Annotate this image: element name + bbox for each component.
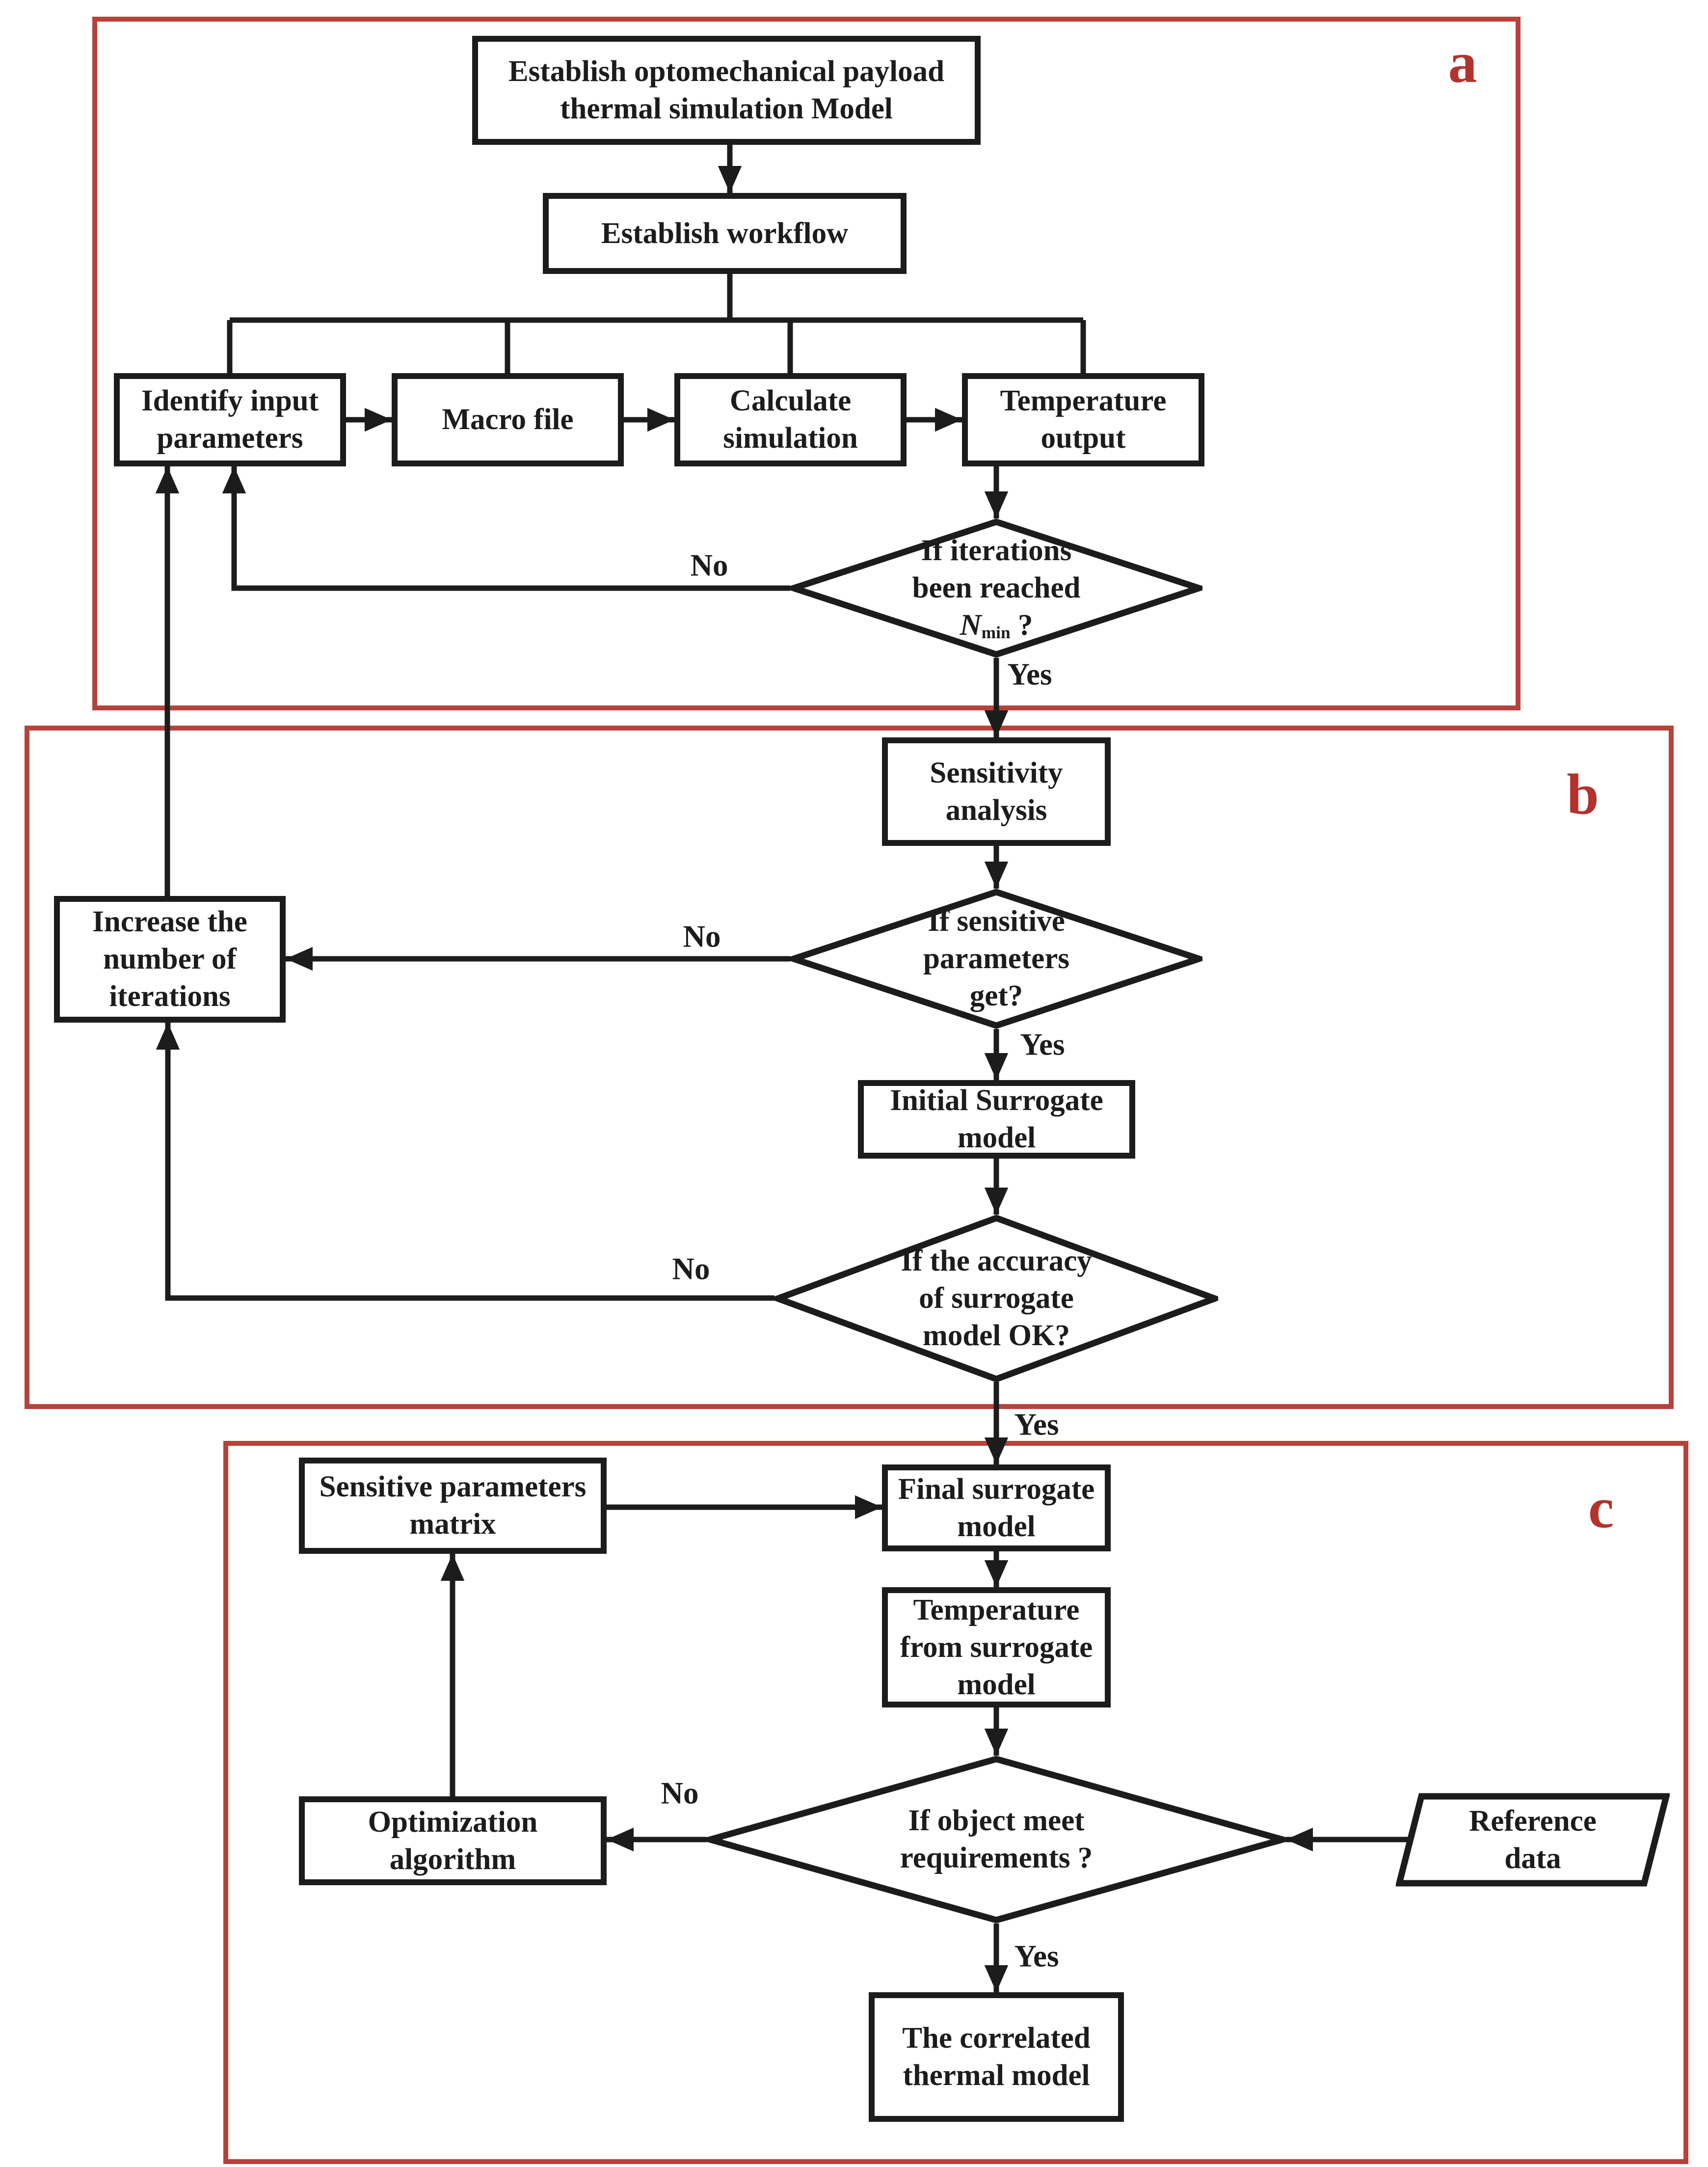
node-reference-data: Reference data [1396,1793,1670,1887]
node-increase-iterations: Increase the number of iterations [54,896,286,1023]
node-temp-from-surrogate: Temperature from surrogate model [882,1587,1111,1707]
edge-iterations-no-loop [222,466,790,591]
label-no-sensitive: No [683,919,721,954]
node-macro-file-label: Macro file [442,403,574,436]
node-macro-file: Macro file [392,373,624,466]
section-b-label: b [1567,762,1599,826]
section-b-frame [25,726,1674,1409]
node-initial-surrogate-label: Initial Surrogate model [890,1084,1103,1154]
node-identify-input: Identify input parameters [114,373,346,466]
label-yes-object: Yes [1014,1939,1059,1974]
decision-iterations-variable: N [960,609,982,642]
section-a-frame [92,17,1521,710]
label-yes-sensitive: Yes [1020,1027,1065,1062]
node-optimization-label: Optimization algorithm [368,1805,538,1876]
node-increase-iterations-label: Increase the number of iterations [92,905,247,1013]
section-c-label: c [1588,1476,1614,1540]
node-optimization: Optimization algorithm [299,1796,607,1885]
node-establish-workflow: Establish workflow [543,193,907,274]
node-calculate-simulation-label: Calculate simulation [723,384,858,455]
node-sensitivity-analysis-label: Sensitivity analysis [930,756,1063,827]
node-final-surrogate: Final surrogate model [882,1464,1111,1551]
label-no-object: No [661,1776,699,1811]
label-yes-accuracy: Yes [1014,1407,1059,1442]
node-final-surrogate-label: Final surrogate model [898,1472,1095,1543]
node-sensitive-matrix-label: Sensitive parameters matrix [319,1470,587,1541]
node-reference-data-text: Reference data [1469,1804,1597,1875]
decision-object-requirements-label: If object meet requirements ? [707,1756,1286,1923]
label-no-accuracy: No [672,1251,710,1286]
node-establish-model-label: Establish optomechanical payload thermal… [508,55,945,125]
node-identify-input-label: Identify input parameters [141,384,319,455]
decision-iterations-label: If iterations been reached Nmin ? [790,518,1202,658]
node-sensitive-matrix: Sensitive parameters matrix [299,1458,607,1554]
node-correlated-model: The correlated thermal model [869,1992,1124,2122]
section-c-frame [223,1441,1688,2164]
decision-surrogate-accuracy-diamond: If the accuracy of surrogate model OK? [774,1215,1218,1382]
decision-sensitive-parameters-diamond: If sensitive parameters get? [790,889,1202,1029]
decision-object-requirements-diamond: If object meet requirements ? [707,1756,1286,1923]
decision-iterations-diamond: If iterations been reached Nmin ? [790,518,1202,658]
decision-surrogate-accuracy-text: If the accuracy of surrogate model OK? [901,1245,1092,1352]
node-correlated-model-label: The correlated thermal model [902,2022,1091,2092]
decision-object-requirements-text: If object meet requirements ? [900,1804,1093,1874]
label-no-iterations: No [690,548,728,583]
edge-accuracy-no-loop [156,1023,774,1301]
node-calculate-simulation: Calculate simulation [674,373,907,466]
node-temp-from-surrogate-label: Temperature from surrogate model [900,1593,1093,1701]
decision-sensitive-parameters-text: If sensitive parameters get? [923,905,1070,1012]
decision-iterations-subscript: min [981,623,1011,643]
node-temperature-output-label: Temperature output [1000,384,1167,455]
node-initial-surrogate: Initial Surrogate model [858,1080,1135,1159]
node-reference-data-label: Reference data [1396,1793,1670,1887]
label-yes-iterations: Yes [1007,657,1052,692]
node-temperature-output: Temperature output [962,373,1204,466]
section-a-label: a [1448,30,1477,95]
decision-surrogate-accuracy-label: If the accuracy of surrogate model OK? [774,1215,1218,1382]
decision-iterations-variable-line: Nmin ? [960,607,1033,644]
node-establish-workflow-label: Establish workflow [601,217,849,250]
decision-iterations-question: If iterations been reached [912,534,1081,604]
node-sensitivity-analysis: Sensitivity analysis [882,737,1111,846]
node-establish-model: Establish optomechanical payload thermal… [472,36,981,145]
decision-iterations-suffix: ? [1010,609,1033,642]
decision-sensitive-parameters-label: If sensitive parameters get? [790,889,1202,1029]
